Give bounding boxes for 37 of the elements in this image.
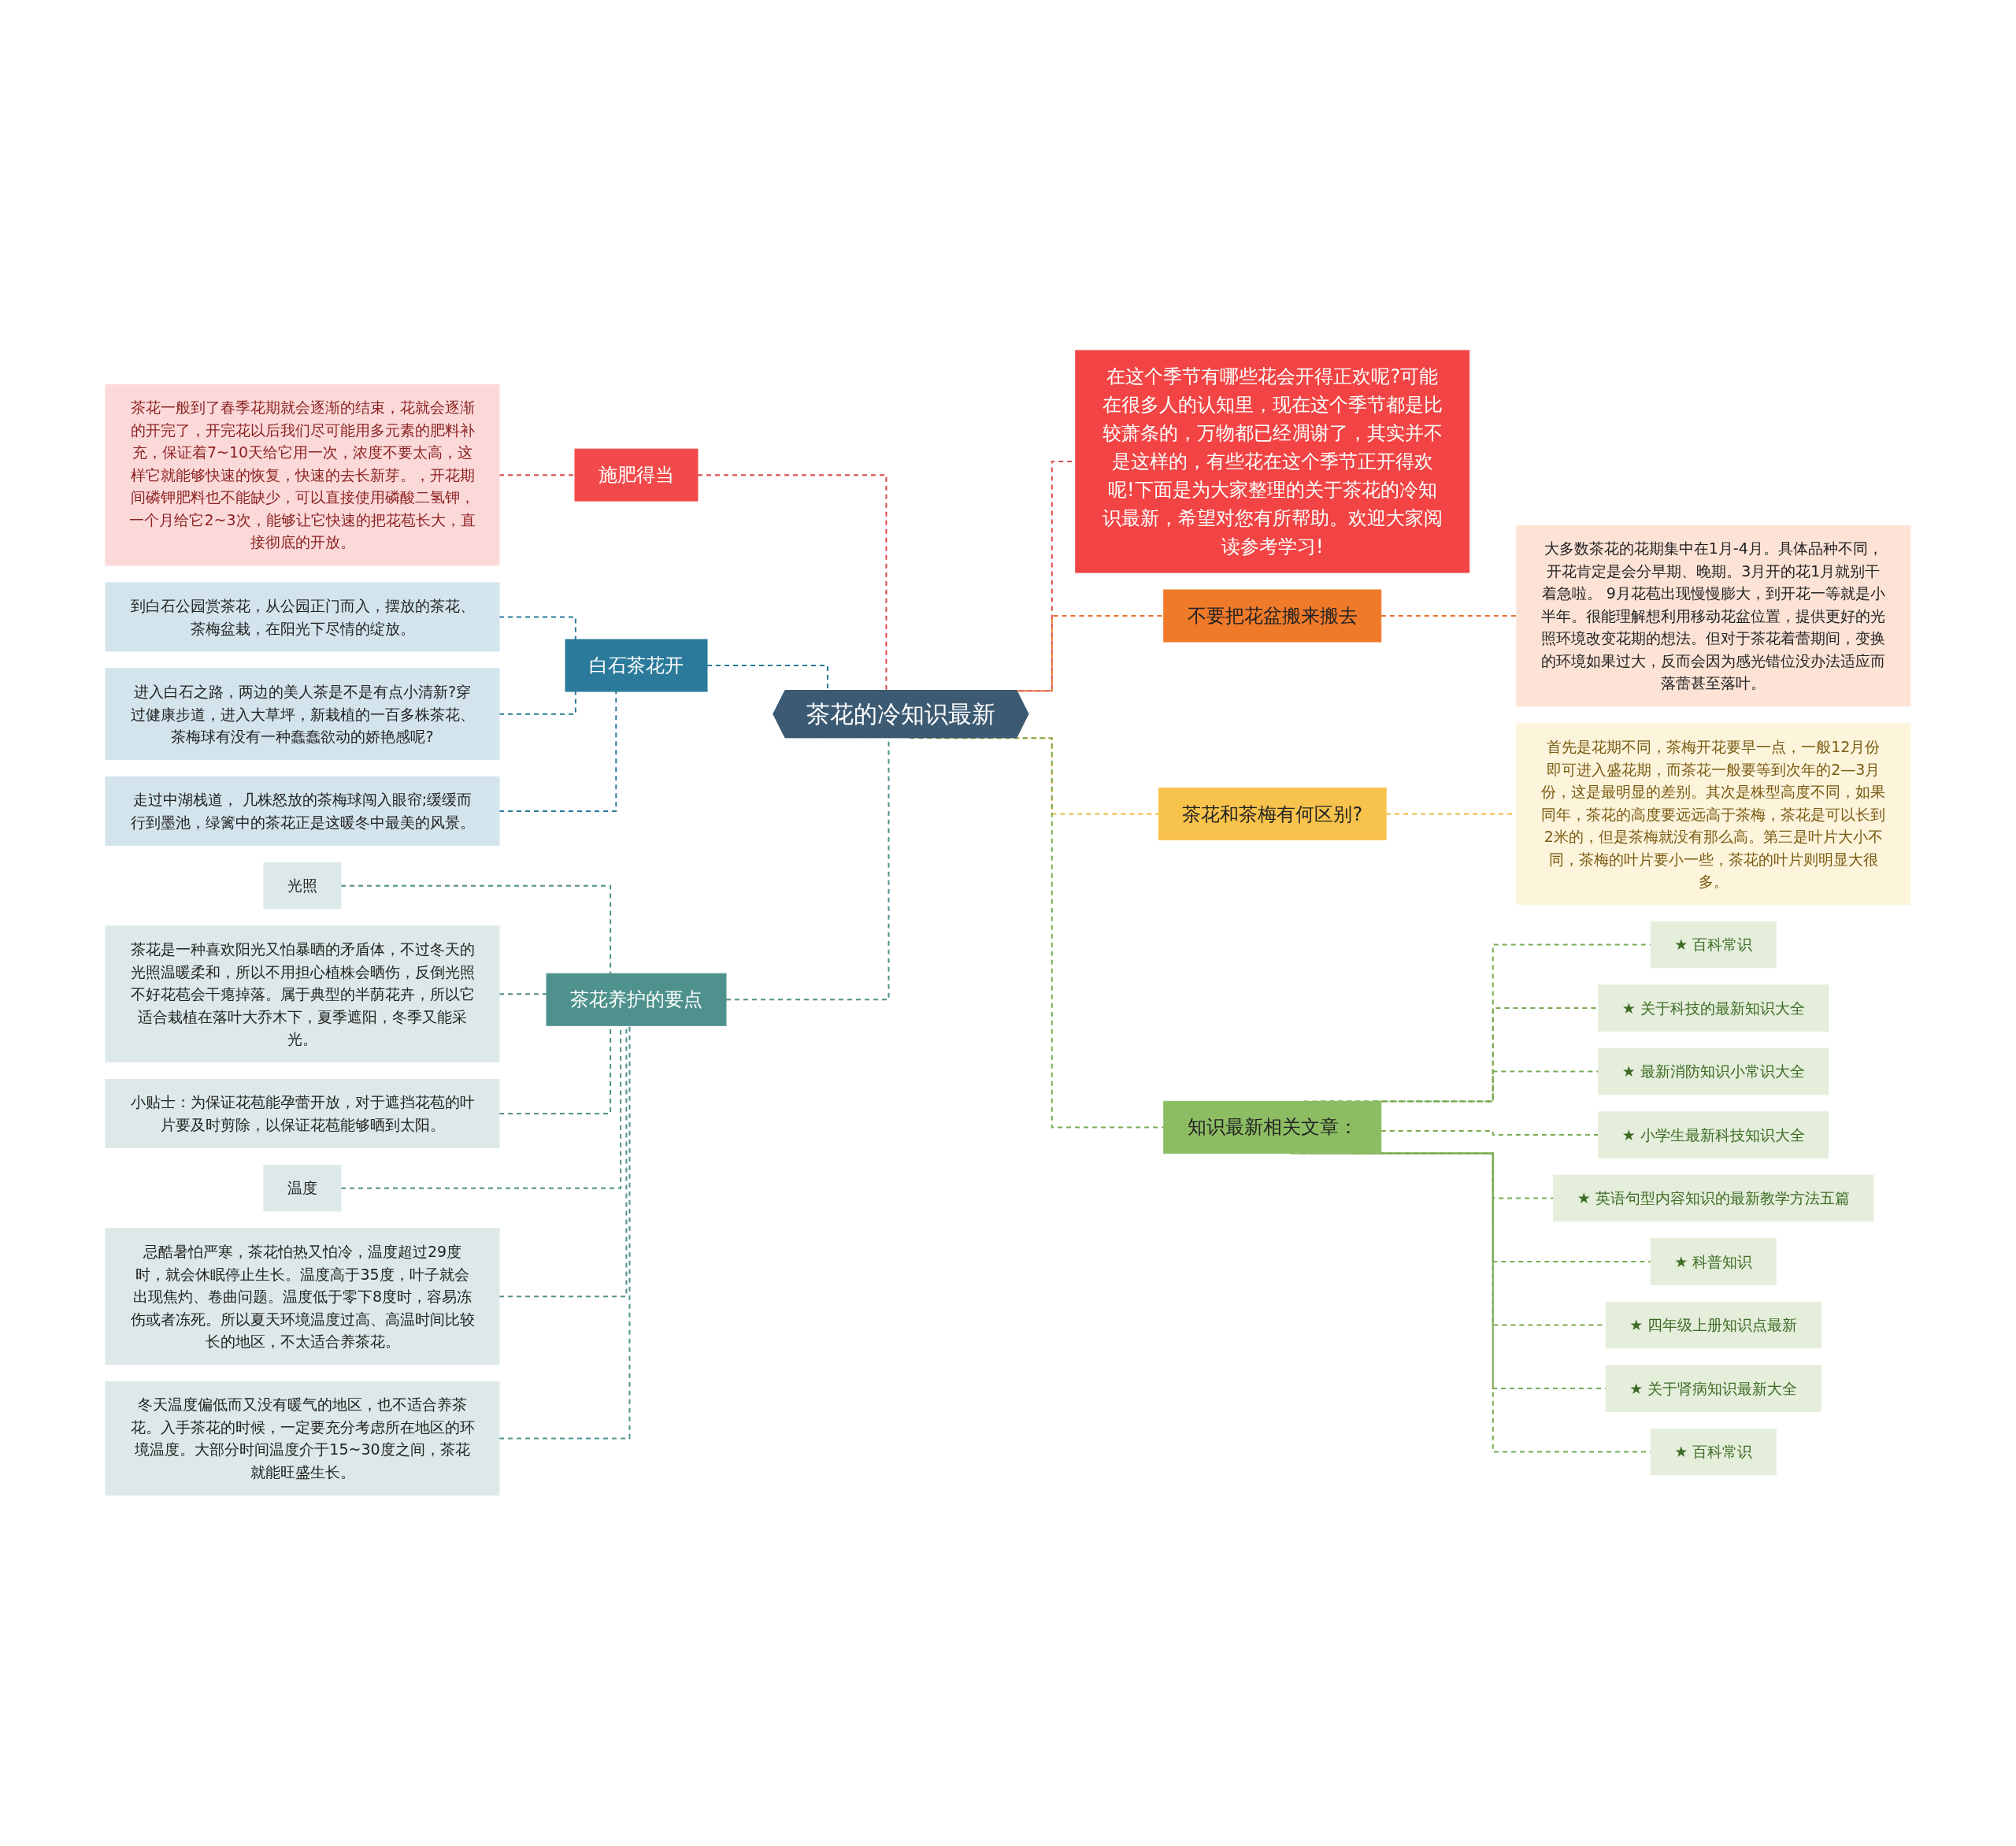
node-box: ★ 最新消防知识小常识大全 — [1598, 1048, 1829, 1095]
node-box: 到白石公园赏茶花，从公园正门而入，摆放的茶花、茶梅盆栽，在阳光下尽情的绽放。 — [105, 582, 500, 652]
node-box: ★ 百科常识 — [1650, 1429, 1777, 1476]
connector — [909, 737, 1165, 1129]
node-box: ★ 四年级上册知识点最新 — [1605, 1302, 1821, 1349]
connector — [498, 691, 617, 813]
node-box: 光照 — [263, 862, 342, 910]
node-box: ★ 英语句型内容知识的最新教学方法五篇 — [1553, 1175, 1874, 1222]
connector — [498, 993, 548, 996]
node-box: 大多数茶花的花期集中在1月-4月。具体品种不同，开花肯定是会分早期、晚期。3月开的花1月就别干着急啦。 9月花苞出现慢慢膨大，到开花一等就是小半年。很能理解想利用移动花盆位置，提供更好的光照环境改变花期的想法。但对于茶花着蕾期间，变换的环境如果过大，反而会因为感光错位没办法适应而落蕾甚至落叶。 — [1516, 525, 1911, 707]
node-box: 茶花是一种喜欢阳光又怕暴晒的矛盾体，不过冬天的光照温暖柔和，所以不用担心植株会晒伤，反倒光照不好花苞会干瘪掉落。属于典型的半荫花卉，所以它适合栽植在落叶大乔木下，夏季遮阳，冬季又能采光。 — [105, 925, 500, 1063]
node-box: 茶花一般到了春季花期就会逐渐的结束，花就会逐渐的开完了，开完花以后我们尽可能用多元素的肥料补充，保证着7~10天给它用一次，浓度不要太高，这样它就能够快速的恢复，快速的去长新芽。，开花期间磷钾肥料也不能缺少，可以直接使用磷酸二氢钾，一个月给它2~3次，能够让它快速的把花苞长大，直接彻底的开放。 — [105, 384, 500, 566]
node-box: ★ 小学生最新科技知识大全 — [1598, 1111, 1829, 1159]
node-box: 在这个季节有哪些花会开得正欢呢?可能在很多人的认知里，现在这个季节都是比较萧条的，万物都已经凋谢了，其实并不是这样的，有些花在这个季节正开得欢呢!下面是为大家整理的关于茶花的冷知识最新，希望对您有所帮助。欢迎大家阅读参考学习! — [1075, 350, 1470, 573]
node-box: 茶花和茶梅有何区别? — [1158, 788, 1387, 841]
node-box: 茶花养护的要点 — [546, 973, 727, 1027]
node-box: ★ 关于肾病知识最新大全 — [1605, 1365, 1821, 1413]
node-box: ★ 百科常识 — [1650, 921, 1777, 969]
node-box: 进入白石之路，两边的美人茶是不是有点小清新?穿过健康步道，进入大草坪，新栽植的一百多株茶花、茶梅球有没有一种蠢蠢欲动的娇艳感呢? — [105, 668, 500, 761]
connector — [498, 1025, 631, 1440]
node-box: 忌酷暑怕严寒，茶花怕热又怕冷，温度超过29度时，就会休眠停止生长。温度高于35度，叶子就会出现焦灼、卷曲问题。温度低于零下8度时，容易冻伤或者冻死。所以夏天环境温度过高、高温时间比较长的地区，不太适合养茶花。 — [105, 1228, 500, 1366]
node-box: 白石茶花开 — [565, 639, 708, 692]
connector — [340, 884, 612, 975]
node-box: 冬天温度偏低而又没有暖气的地区，也不适合养茶花。入手茶花的时候，一定要充分考虑所在地区的环境温度。大部分时间温度介于15~30度之间，茶花就能旺盛生长。 — [105, 1381, 500, 1496]
node-box: 不要把花盆搬来搬去 — [1163, 589, 1382, 643]
node-box: ★ 科普知识 — [1650, 1238, 1777, 1286]
node-box: 知识最新相关文章： — [1163, 1101, 1382, 1155]
connector — [1380, 615, 1518, 617]
node-box: 首先是花期不同，茶梅开花要早一点，一般12月份即可进入盛花期，而茶花一般要等到次年的2—3月份，这是最明显的差别。其次是株型高度不同，如果同年，茶花的高度要远远高于茶梅，茶花是可以长到2米的，但是茶梅就没有那么高。第三是叶片大小不同，茶梅的叶片要小一些，茶花的叶片则明显大很多。 — [1516, 723, 1911, 906]
node-box: 走过中湖栈道， 几株怒放的茶梅球闯入眼帘;缓缓而行到墨池，绿篱中的茶花正是这暖冬中最美的风景。 — [105, 777, 500, 847]
connector — [498, 691, 576, 715]
node-box: 施肥得当 — [574, 448, 699, 502]
node-box: 小贴士：为保证花苞能孕蕾开放，对于遮挡花苞的叶片要及时剪除，以保证花苞能够晒到太阳。 — [105, 1079, 500, 1149]
node-box: 温度 — [263, 1165, 342, 1212]
connector — [498, 616, 576, 641]
connector — [1380, 1130, 1599, 1136]
node-box: ★ 关于科技的最新知识大全 — [1598, 984, 1829, 1032]
